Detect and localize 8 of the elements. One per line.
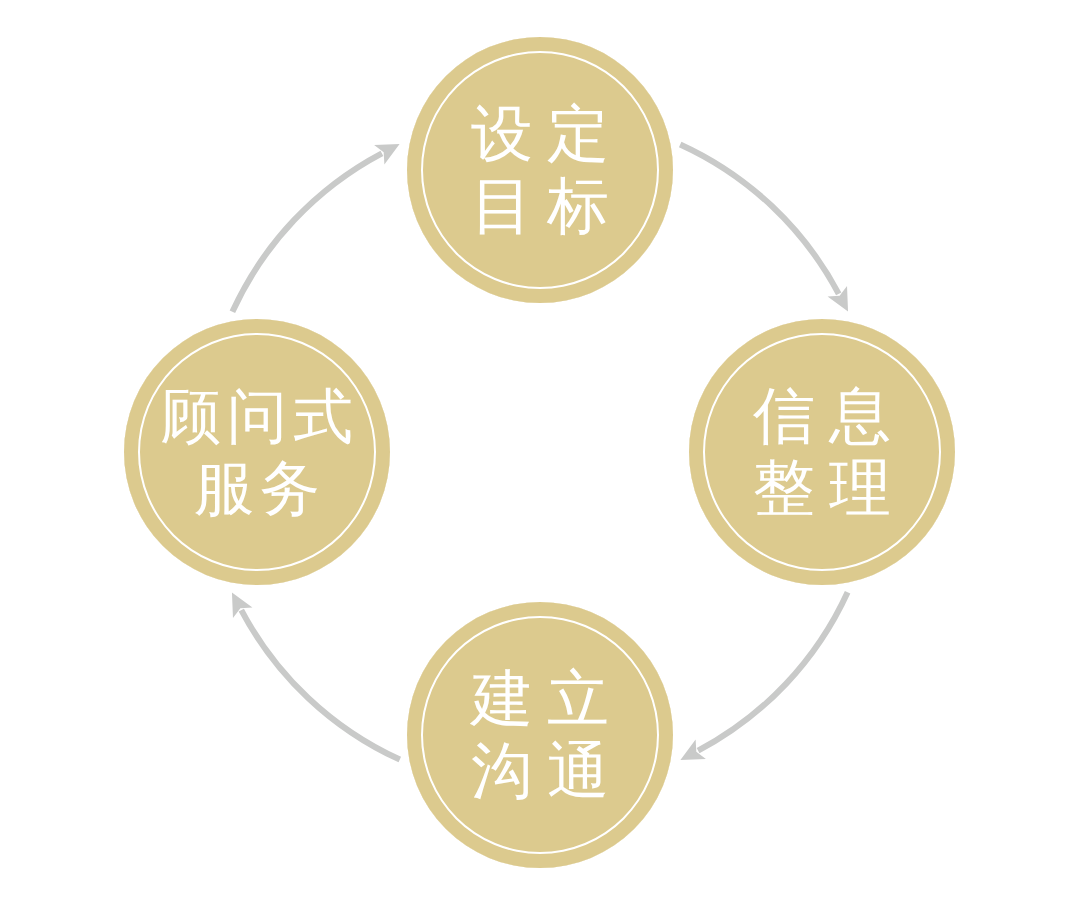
step-label: 顾问式服务 bbox=[160, 380, 360, 524]
step-label: 建立沟通 bbox=[469, 663, 624, 807]
step-label: 设定目标 bbox=[470, 98, 624, 242]
arrow bbox=[680, 590, 851, 761]
step-label: 信息整理 bbox=[752, 380, 906, 524]
arrow bbox=[231, 592, 402, 763]
arrow bbox=[678, 141, 849, 312]
arrow bbox=[229, 143, 400, 314]
